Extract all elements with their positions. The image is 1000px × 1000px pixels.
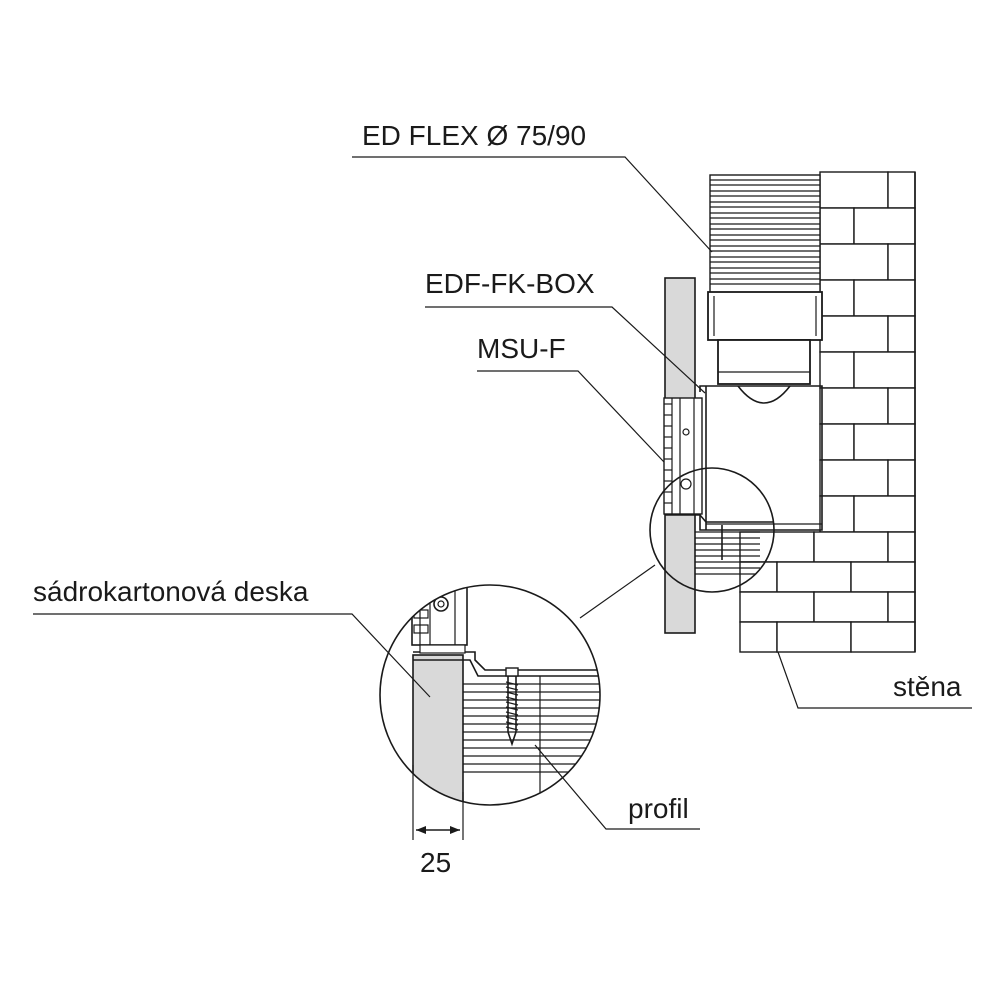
msu-f-frame	[663, 397, 703, 515]
brick	[853, 495, 916, 533]
small-flange	[665, 514, 774, 523]
dimension-label: 25	[420, 847, 451, 878]
screw-thread	[505, 681, 519, 686]
brick	[819, 315, 889, 353]
label-sadrokarton: sádrokartonová deska	[33, 576, 431, 698]
brick	[887, 459, 916, 497]
brick	[853, 423, 916, 461]
brick	[850, 561, 916, 593]
label-stena: stěna	[777, 651, 972, 709]
screw-thread	[505, 701, 519, 706]
screw-thread	[505, 711, 519, 716]
brick	[819, 387, 889, 425]
brick	[819, 279, 855, 317]
brick	[819, 495, 855, 533]
label-profil: profil	[534, 744, 700, 830]
small-detail-content	[665, 514, 774, 575]
brick	[819, 423, 855, 461]
detail-connector	[579, 564, 656, 619]
screw-thread	[505, 691, 519, 696]
brick	[776, 621, 852, 653]
brick	[739, 591, 815, 623]
brick	[887, 387, 916, 425]
brick	[887, 171, 916, 209]
ed-flex-label: ED FLEX Ø 75/90	[362, 120, 586, 151]
brick	[819, 459, 889, 497]
brick-wall	[739, 171, 916, 653]
brick	[739, 531, 815, 563]
brick	[819, 351, 855, 389]
screw	[505, 667, 519, 747]
brick	[887, 315, 916, 353]
screw-thread	[505, 721, 519, 726]
edf-fk-box-label: EDF-FK-BOX	[425, 268, 595, 299]
duct-collar	[707, 291, 823, 404]
brick	[776, 561, 852, 593]
sadrokarton-label: sádrokartonová deska	[33, 576, 309, 607]
brick	[853, 279, 916, 317]
msu-f-label: MSU-F	[477, 333, 566, 364]
detail-marker-circle	[649, 467, 775, 593]
label-ed-flex: ED FLEX Ø 75/90	[352, 120, 713, 253]
dimension-25: 25	[412, 765, 464, 878]
brick	[739, 561, 778, 593]
label-edf-fk-box: EDF-FK-BOX	[425, 268, 706, 394]
screw-thread	[505, 706, 519, 711]
brick	[819, 171, 889, 209]
edf-fk-box	[699, 385, 823, 531]
brick	[813, 531, 889, 563]
brick	[819, 243, 889, 281]
ed-flex-duct	[709, 174, 821, 294]
enlarged-detail	[379, 584, 601, 806]
screw-thread	[505, 716, 519, 721]
stena-label: stěna	[893, 671, 962, 702]
screw-thread	[505, 696, 519, 701]
brick	[853, 207, 916, 245]
profil-label: profil	[628, 793, 689, 824]
brick	[887, 243, 916, 281]
screw-thread	[505, 686, 519, 691]
brick	[887, 591, 916, 623]
brick	[819, 207, 855, 245]
screw-thread	[505, 726, 519, 731]
brick	[853, 351, 916, 389]
brick	[887, 531, 916, 563]
label-msu-f: MSU-F	[477, 333, 665, 463]
brick	[850, 621, 916, 653]
brick	[739, 621, 778, 653]
brick	[813, 591, 889, 623]
